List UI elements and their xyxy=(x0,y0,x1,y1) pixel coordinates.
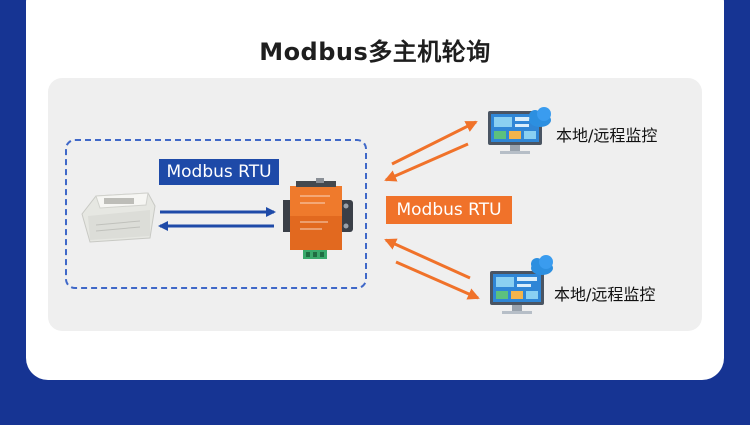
remote-arrow-to-bottom-monitor xyxy=(395,260,480,300)
local-protocol-label: Modbus RTU xyxy=(159,159,279,185)
remote-protocol-label: Modbus RTU xyxy=(386,196,512,224)
remote-arrow-from-bottom-monitor xyxy=(384,238,471,280)
serial-converter-icon xyxy=(283,178,353,259)
remote-monitor-bottom-label: 本地/远程监控 xyxy=(554,285,656,304)
monitor-cloud-icon-bottom xyxy=(490,255,553,314)
remote-monitor-top-label: 本地/远程监控 xyxy=(556,126,658,145)
local-group-box xyxy=(65,139,367,289)
remote-arrow-from-top-monitor xyxy=(384,142,469,182)
page-title: Modbus多主机轮询 xyxy=(259,38,491,66)
remote-arrow-to-top-monitor xyxy=(391,120,478,166)
printer-device-icon xyxy=(81,192,156,243)
monitor-cloud-icon-top xyxy=(488,107,551,154)
